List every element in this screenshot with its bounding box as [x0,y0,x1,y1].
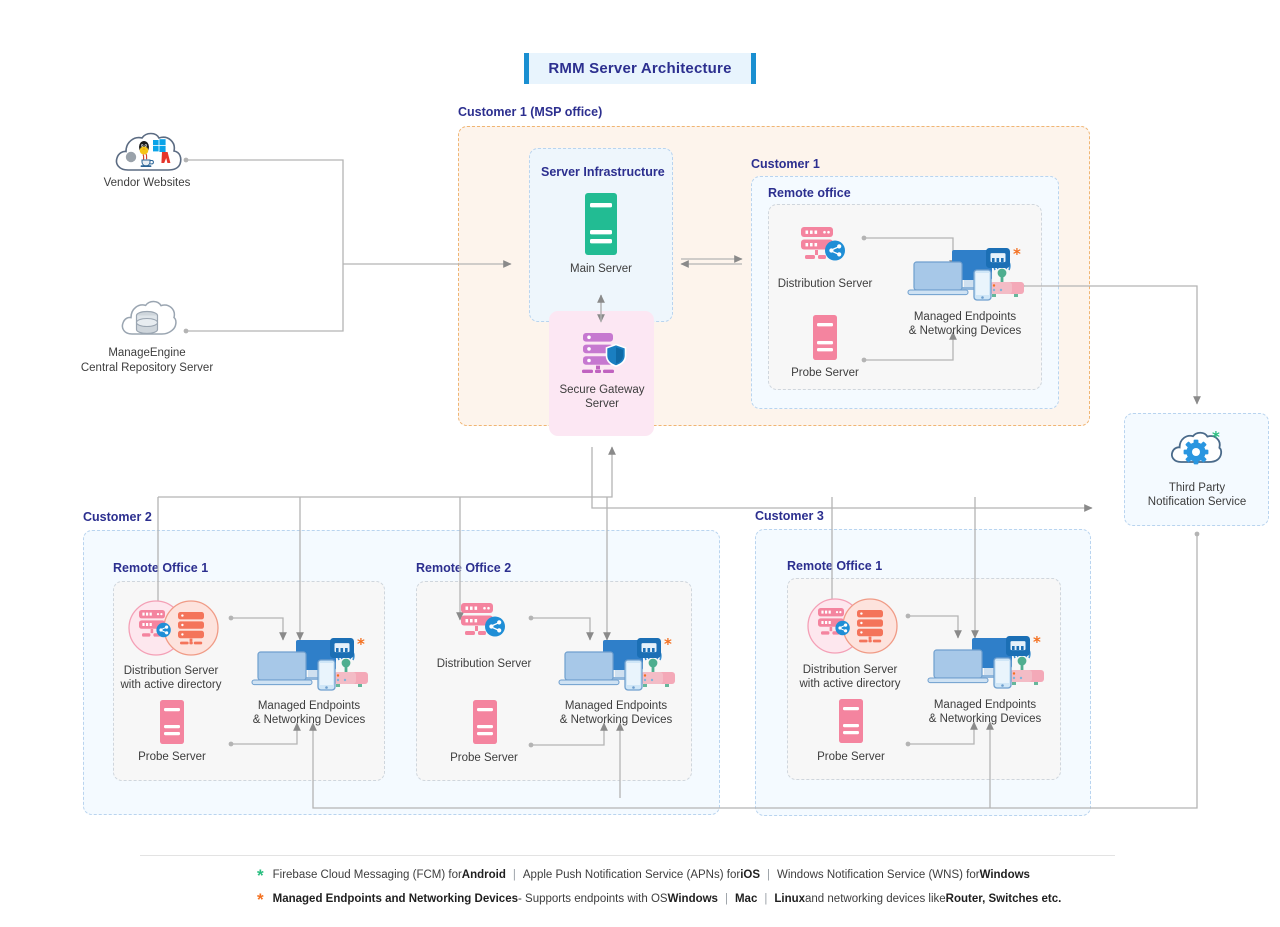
server-share-ad-icon [807,598,898,654]
label-server-infrastructure: Server Infrastructure [541,165,665,179]
legend-wns-text: Windows Notification Service (WNS) for [777,869,980,881]
svg-text:*: * [357,638,365,653]
label-c2-o2-endpoints-line2: & Networking Devices [559,714,673,726]
label-c2-o1-endpoints-line1: Managed Endpoints [257,700,361,712]
legend-row-endpoints: * Managed Endpoints and Networking Devic… [257,889,1062,909]
label-c3-office-1: Remote Office 1 [787,559,883,573]
devices-cluster-icon: * [907,248,1024,301]
label-c1-probe-server: Probe Server [791,367,859,379]
svg-text:*: * [1013,248,1021,263]
legend-endpoints-title: Managed Endpoints and Networking Devices [272,893,518,905]
title-right-bar [751,53,756,84]
label-c3-o1-endpoints-line1: Managed Endpoints [933,699,1037,711]
label-c2-o1-probe-server: Probe Server [138,751,206,763]
server-tower-pink-icon [473,700,497,744]
asterisk-orange-icon: * [257,889,264,909]
label-c2-office-2: Remote Office 2 [416,561,512,575]
cloud-vendor-icon [115,132,182,171]
region-label-msp: Customer 1 (MSP office) [458,105,603,119]
legend-os-mac: Mac [734,893,758,905]
cloud-gear-icon: * [1171,428,1223,465]
label-c3-o1-distribution-line1: Distribution Server [802,664,898,676]
title-left-bar [524,53,529,84]
label-manage-engine-line2: Central Repository Server [80,362,214,374]
label-c2-o1-distribution-line1: Distribution Server [123,665,219,677]
server-share-icon [461,603,505,637]
label-c3-o1-distribution-line2: with active directory [799,678,901,690]
legend-apns-text: Apple Push Notification Service (APNs) f… [522,869,741,881]
region-label-customer-3: Customer 3 [755,509,824,523]
legend-router-switches: Router, Switches etc. [945,893,1062,905]
legend-endpoints-text: - Supports endpoints with OS [518,893,668,905]
legend-divider [140,855,1115,856]
label-manage-engine-line1: ManageEngine [108,347,186,359]
label-secure-gateway-line2: Server [585,398,619,410]
label-c3-o1-endpoints-line2: & Networking Devices [928,713,1042,725]
label-vendor-websites: Vendor Websites [103,177,191,189]
label-c2-o2-endpoints-line1: Managed Endpoints [564,700,668,712]
cloud-database-icon [121,300,177,335]
legend-os-linux: Linux [774,893,806,905]
label-c2-o2-probe-server: Probe Server [450,752,518,764]
legend-sep-3: | [724,893,728,905]
page-title-banner: RMM Server Architecture [524,53,756,84]
server-tower-pink-icon [160,700,184,744]
legend-android: Android [461,869,506,881]
legend-windows: Windows [979,869,1030,881]
devices-cluster-icon: * [558,638,675,691]
label-main-server: Main Server [570,263,632,275]
label-c1-endpoints-line2: & Networking Devices [908,325,1022,337]
region-third-party-notification [1124,413,1269,526]
label-secure-gateway-line1: Secure Gateway [559,384,645,396]
devices-cluster-icon: * [251,638,368,691]
server-share-ad-icon [128,600,219,656]
server-tower-pink-icon [839,699,863,743]
label-c1-distribution-server: Distribution Server [777,278,873,290]
label-c2-office-1: Remote Office 1 [113,561,209,575]
server-shield-icon [582,333,627,373]
region-label-customer-1: Customer 1 [751,157,820,171]
legend-networking-text: and networking devices like [805,893,946,905]
label-third-party-line2: Notification Service [1147,496,1247,508]
label-c2-o2-distribution-server: Distribution Server [436,658,532,670]
label-c1-endpoints-line1: Managed Endpoints [913,311,1017,323]
region-secure-gateway [549,311,654,436]
legend-fcm-text: Firebase Cloud Messaging (FCM) for [272,869,462,881]
server-tower-pink-icon [813,315,837,360]
svg-text:*: * [1033,636,1041,651]
legend-os-windows: Windows [667,893,718,905]
svg-text:*: * [1212,428,1220,446]
label-c2-o1-endpoints-line2: & Networking Devices [252,714,366,726]
server-tower-icon [585,193,617,255]
devices-cluster-icon: * [927,636,1044,689]
label-c2-o1-distribution-line2: with active directory [120,679,222,691]
server-share-icon [801,227,845,261]
legend-row-notification: * Firebase Cloud Messaging (FCM) for And… [257,865,1030,885]
region-label-customer-2: Customer 2 [83,510,152,524]
legend-sep-1: | [512,869,516,881]
legend-ios: iOS [740,869,760,881]
svg-text:*: * [664,638,672,653]
page-title: RMM Server Architecture [548,60,732,77]
label-remote-office-c1: Remote office [768,186,851,200]
label-third-party-line1: Third Party [1168,482,1226,494]
legend-sep-4: | [764,893,768,905]
legend-sep-2: | [767,869,770,881]
label-c3-o1-probe-server: Probe Server [817,751,885,763]
asterisk-green-icon: * [257,865,264,885]
